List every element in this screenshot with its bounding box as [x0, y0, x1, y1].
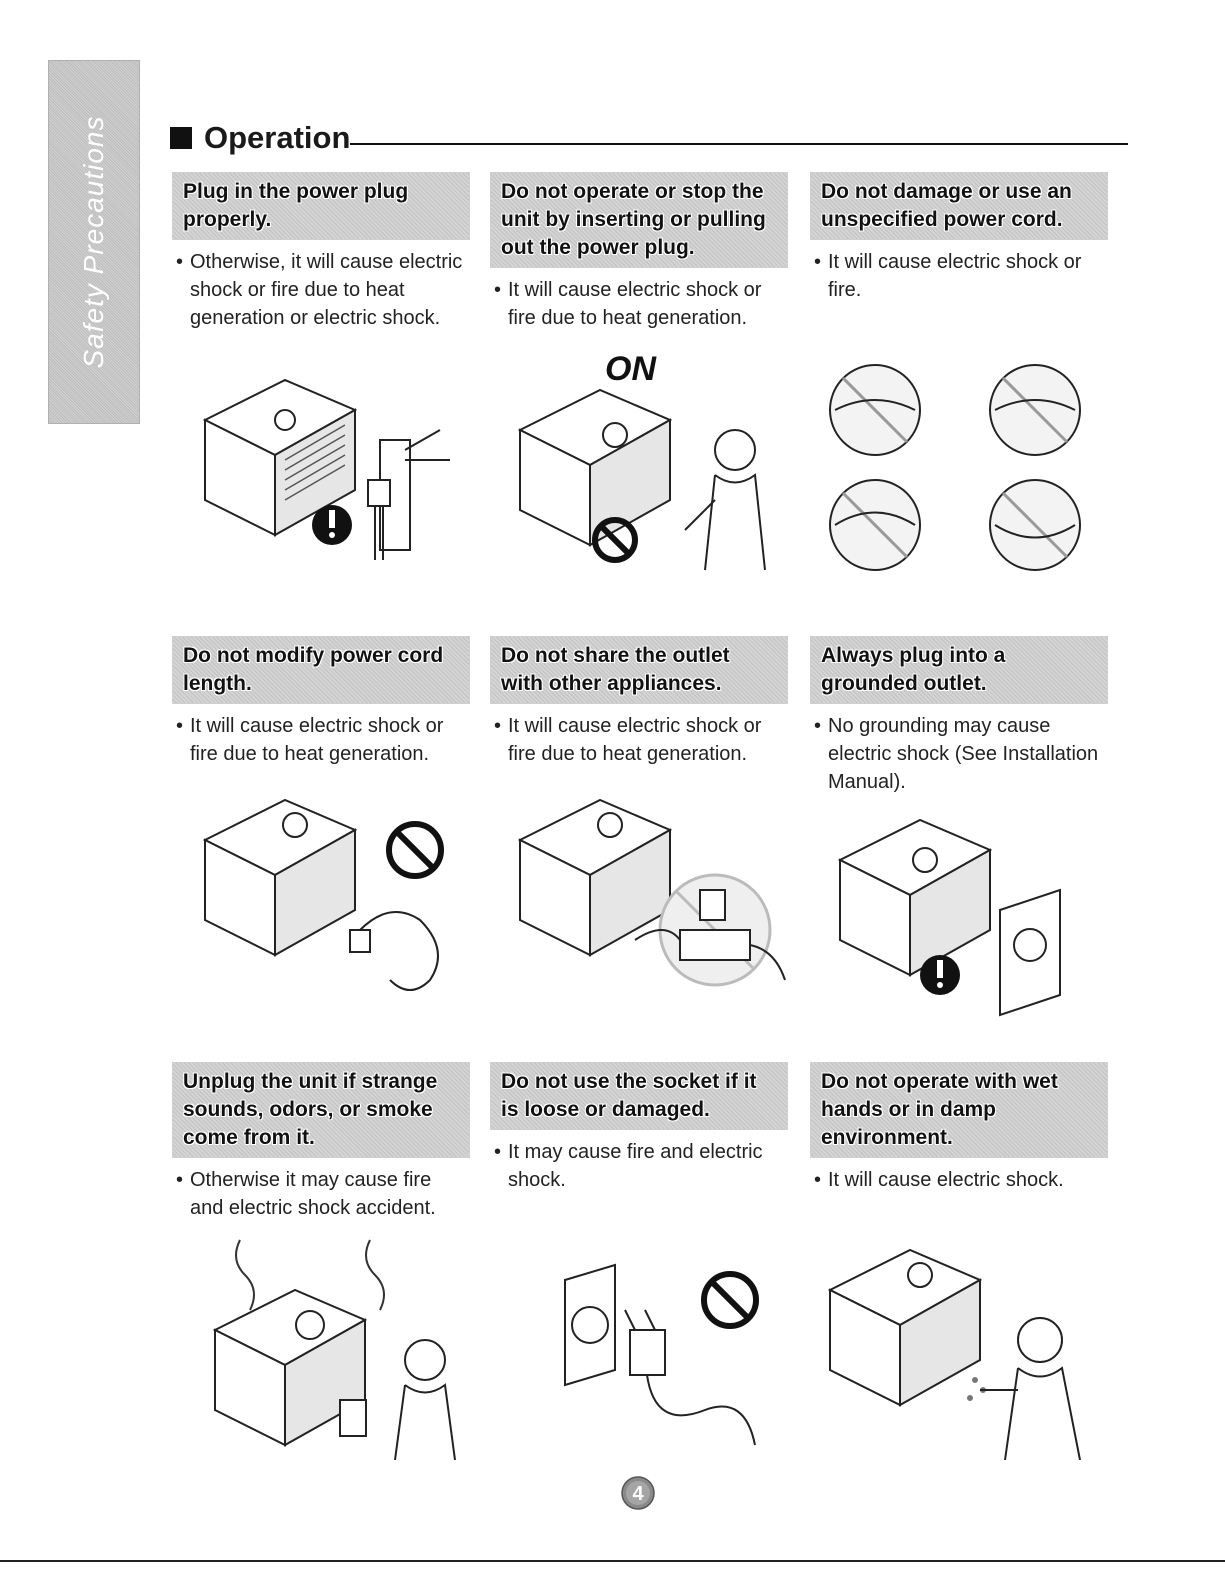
- card-description: It will cause electric shock.: [810, 1166, 1108, 1194]
- card-title: Plug in the power plug properly.: [172, 172, 470, 240]
- prohibited-icon: [386, 821, 444, 879]
- air-conditioner-icon: [202, 798, 358, 957]
- illustration-modify-cord: [190, 780, 488, 1010]
- card-description: No grounding may cause electric shock (S…: [810, 712, 1108, 796]
- woman-icon: [684, 429, 766, 571]
- air-conditioner-icon: [827, 1248, 983, 1407]
- illustration-loose-socket: [505, 1230, 803, 1460]
- card-title: Always plug into a grounded outlet.: [810, 636, 1108, 704]
- card-description: It will cause electric shock or fire due…: [490, 276, 788, 332]
- page-number-badge: 4: [620, 1475, 656, 1511]
- mandatory-icon: [920, 955, 960, 995]
- card-title: Do not operate or stop the unit by inser…: [490, 172, 788, 268]
- bottom-rule: [0, 1560, 1225, 1562]
- card-title: Unplug the unit if strange sounds, odors…: [172, 1062, 470, 1158]
- card-title: Do not modify power cord length.: [172, 636, 470, 704]
- air-conditioner-icon: [517, 798, 673, 957]
- power-strip-icon: [634, 889, 786, 981]
- illustration-do-not-pull-plug: ON: [505, 350, 803, 580]
- card-plug-properly: Plug in the power plug properly. Otherwi…: [172, 172, 470, 332]
- card-modify-cord: Do not modify power cord length. It will…: [172, 636, 470, 768]
- air-conditioner-icon: [202, 378, 358, 537]
- card-description: Otherwise, it will cause electric shock …: [172, 248, 470, 332]
- on-caption: ON: [605, 350, 657, 388]
- air-conditioner-icon: [517, 388, 673, 547]
- card-share-outlet: Do not share the outlet with other appli…: [490, 636, 788, 768]
- grounded-outlet-icon: [999, 888, 1061, 1017]
- card-title: Do not operate with wet hands or in damp…: [810, 1062, 1108, 1158]
- card-wet-hands: Do not operate with wet hands or in damp…: [810, 1062, 1108, 1194]
- page-number: 4: [632, 1483, 644, 1505]
- card-strange-sounds: Unplug the unit if strange sounds, odors…: [172, 1062, 470, 1222]
- illustration-wet-hands: [815, 1230, 1113, 1461]
- plug-icon: [624, 1309, 756, 1446]
- card-grounded-outlet: Always plug into a grounded outlet. No g…: [810, 636, 1108, 796]
- heading-rule: [350, 143, 1128, 145]
- card-do-not-pull-plug: Do not operate or stop the unit by inser…: [490, 172, 788, 332]
- heading-bullet-square: [170, 127, 192, 149]
- air-conditioner-icon: [212, 1288, 368, 1447]
- prohibited-icon: [701, 1271, 759, 1329]
- illustration-plug-properly: [190, 360, 488, 590]
- smoke-icon: [235, 1239, 385, 1311]
- section-heading: Operation: [170, 118, 1128, 158]
- card-description: It will cause electric shock or fire due…: [490, 712, 788, 768]
- card-description: It will cause electric shock or fire.: [810, 248, 1108, 304]
- illustration-share-outlet: [505, 780, 803, 1010]
- side-tab-label: Safety Precautions: [78, 115, 109, 369]
- mandatory-icon: [312, 505, 352, 545]
- woman-icon: [980, 1317, 1081, 1461]
- woman-icon: [394, 1339, 456, 1461]
- side-tab: Safety Precautions: [48, 60, 140, 424]
- card-loose-socket: Do not use the socket if it is loose or …: [490, 1062, 788, 1194]
- water-drops-icon: [967, 1377, 986, 1401]
- plug-icon: [367, 429, 450, 560]
- card-title: Do not damage or use an unspecified powe…: [810, 172, 1108, 240]
- illustration-strange-sounds: [170, 1230, 468, 1461]
- air-conditioner-icon: [837, 818, 993, 977]
- card-unspecified-cord: Do not damage or use an unspecified powe…: [810, 172, 1108, 304]
- prohibited-icon: [592, 517, 638, 563]
- card-title: Do not share the outlet with other appli…: [490, 636, 788, 704]
- cord-icon: [349, 911, 439, 991]
- card-title: Do not use the socket if it is loose or …: [490, 1062, 788, 1130]
- damaged-socket-icon: [564, 1263, 616, 1387]
- card-description: Otherwise it may cause fire and electric…: [172, 1166, 470, 1222]
- section-title: Operation: [204, 120, 351, 155]
- card-description: It may cause fire and electric shock.: [490, 1138, 788, 1194]
- wall-outlet-icon: [339, 1399, 367, 1437]
- illustration-unspecified-cord: [815, 350, 1113, 580]
- card-description: It will cause electric shock or fire due…: [172, 712, 470, 768]
- illustration-grounded-outlet: [815, 800, 1113, 1030]
